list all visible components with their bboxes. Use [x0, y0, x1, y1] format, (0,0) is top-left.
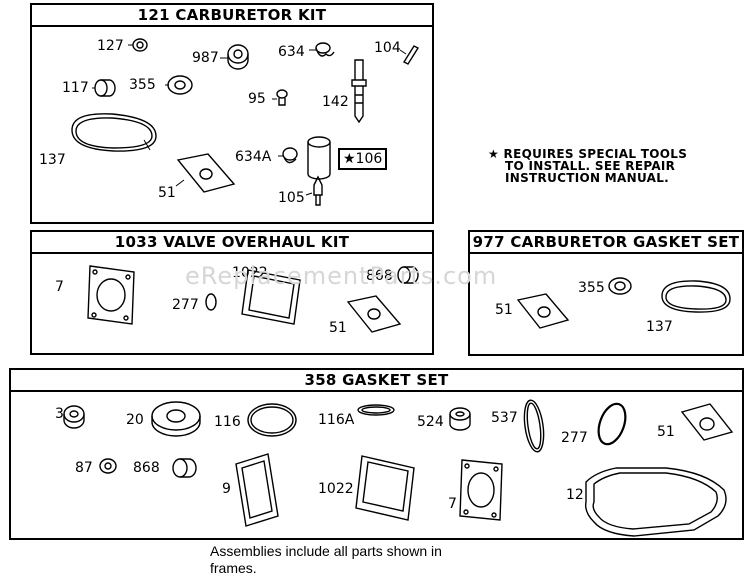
label-gasket-20: 20: [126, 412, 144, 428]
label-carb-gasket-355: 355: [578, 280, 605, 296]
note-line-3: INSTRUCTION MANUAL.: [505, 171, 670, 185]
label-valve-277: 277: [172, 297, 199, 313]
carburetor-gasket-set-frame: 977 CARBURETOR GASKET SET: [468, 230, 744, 356]
label-gasket-12: 12: [566, 487, 584, 503]
part-116-drawing: [247, 403, 297, 437]
part-51-carb-gasket-drawing: [516, 293, 570, 329]
part-355-carb-gasket-drawing: [608, 277, 632, 295]
part-7-head-gasket-drawing: [87, 265, 135, 325]
part-868-gasket-set-drawing: [172, 458, 197, 478]
part-95-drawing: [276, 89, 288, 106]
carburetor-kit-frame: 121 CARBURETOR KIT: [30, 3, 434, 224]
part-105-drawing: [313, 175, 323, 206]
label-gasket-87: 87: [75, 460, 93, 476]
part-9-drawing: [235, 453, 279, 527]
carburetor-kit-title: 121 CARBURETOR KIT: [32, 5, 432, 27]
part-137-carb-gasket-drawing: [661, 280, 731, 313]
label-104: 104: [374, 40, 401, 56]
label-gasket-3: 3: [55, 406, 64, 422]
label-valve-51: 51: [329, 320, 347, 336]
label-carb-gasket-51: 51: [495, 302, 513, 318]
part-142-drawing: [351, 59, 367, 124]
label-95: 95: [248, 91, 266, 107]
note-line-2: TO INSTALL. SEE REPAIR: [505, 159, 676, 173]
label-142: 142: [322, 94, 349, 110]
part-20-drawing: [151, 401, 201, 437]
part-51-drawing: [176, 153, 236, 193]
watermark: eReplacementParts.com: [185, 262, 498, 290]
label-gasket-524: 524: [417, 414, 444, 430]
part-524-drawing: [449, 407, 471, 431]
label-gasket-1022: 1022: [318, 481, 354, 497]
label-carb-gasket-137: 137: [646, 319, 673, 335]
special-tools-note: ★ REQUIRES SPECIAL TOOLS TO INSTALL. SEE…: [488, 148, 687, 184]
label-valve-868: 868: [366, 268, 393, 284]
part-868-seal-drawing: [397, 266, 419, 284]
part-cylinder-drawing: [307, 136, 331, 180]
part-355-drawing: [167, 75, 193, 95]
carburetor-gasket-set-title: 977 CARBURETOR GASKET SET: [470, 232, 742, 254]
label-117: 117: [62, 80, 89, 96]
label-valve-7: 7: [55, 279, 64, 295]
label-127: 127: [97, 38, 124, 54]
label-valve-1022: 1022: [232, 265, 268, 281]
label-634a: 634A: [235, 149, 272, 165]
label-gasket-537: 537: [491, 410, 518, 426]
label-gasket-277: 277: [561, 430, 588, 446]
gasket-set-frame: 358 GASKET SET: [9, 368, 744, 540]
part-277-oring-drawing: [205, 293, 217, 311]
part-1022-gasket-set-drawing: [355, 455, 415, 521]
label-gasket-116a: 116A: [318, 412, 355, 428]
valve-overhaul-kit-frame: 1033 VALVE OVERHAUL KIT: [30, 230, 434, 355]
label-gasket-51: 51: [657, 424, 675, 440]
part-987-drawing: [227, 44, 249, 70]
part-634-drawing: [315, 42, 335, 57]
part-537-drawing: [523, 399, 545, 453]
part-1022-gasket-drawing: [241, 269, 301, 325]
valve-overhaul-kit-title: 1033 VALVE OVERHAUL KIT: [32, 232, 432, 254]
label-gasket-9: 9: [222, 481, 231, 497]
footer-line-1: Assemblies include all parts shown in: [210, 543, 442, 559]
part-3-drawing: [63, 405, 85, 429]
part-634a-drawing: [282, 147, 298, 164]
label-106-special-tool: ★106: [338, 148, 388, 170]
footer-note: Assemblies include all parts shown in fr…: [210, 543, 442, 577]
part-117-drawing: [94, 79, 116, 97]
part-51-gasket-set-drawing: [680, 403, 734, 441]
footer-line-2: frames.: [210, 560, 257, 576]
label-987: 987: [192, 50, 219, 66]
part-7-gasket-set-drawing: [459, 459, 503, 521]
label-51: 51: [158, 185, 176, 201]
label-634: 634: [278, 44, 305, 60]
part-116a-drawing: [357, 404, 395, 416]
part-104-drawing: [402, 45, 420, 65]
part-127-drawing: [132, 38, 148, 52]
label-137: 137: [39, 152, 66, 168]
label-gasket-7: 7: [448, 496, 457, 512]
part-12-crankcase-gasket-drawing: [584, 467, 727, 537]
part-51-valve-drawing: [346, 295, 402, 333]
label-105: 105: [278, 190, 305, 206]
part-277-gasket-set-drawing: [597, 402, 627, 446]
part-137-drawing: [71, 113, 157, 152]
note-line-1: ★ REQUIRES SPECIAL TOOLS: [488, 147, 688, 161]
label-355: 355: [129, 77, 156, 93]
label-gasket-868: 868: [133, 460, 160, 476]
part-87-drawing: [99, 458, 117, 474]
label-gasket-116: 116: [214, 414, 241, 430]
gasket-set-title: 358 GASKET SET: [11, 370, 742, 392]
